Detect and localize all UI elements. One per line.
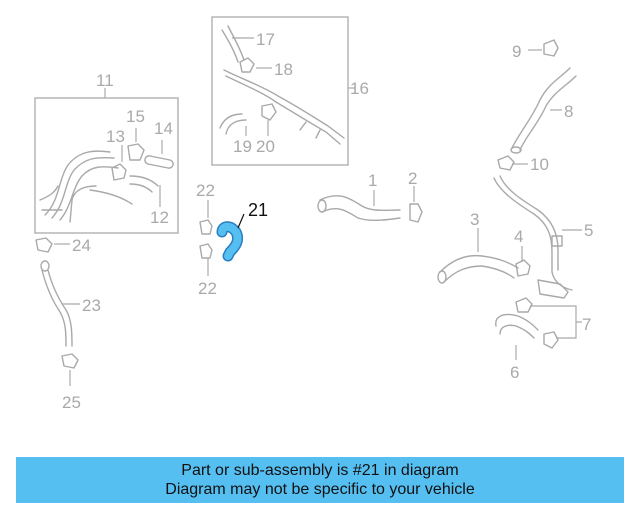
callout-6: 6: [510, 363, 519, 382]
callout-5: 5: [584, 221, 593, 240]
callout-4: 4: [514, 227, 523, 246]
callout-23: 23: [82, 296, 101, 315]
part-2: 2: [408, 169, 423, 223]
callout-13: 13: [106, 127, 125, 146]
callout-19: 19: [233, 137, 252, 156]
part-22-clamps: 22 22: [196, 181, 217, 298]
assembly-box-11: 11 12 13 15 14: [34, 71, 179, 234]
callout-22-bottom: 22: [198, 279, 217, 298]
callout-1: 1: [368, 171, 377, 190]
part-21-highlighted: 21: [216, 200, 268, 262]
callout-17: 17: [256, 30, 275, 49]
callout-24: 24: [72, 236, 91, 255]
callout-25: 25: [62, 393, 81, 412]
callout-22-top: 22: [196, 181, 215, 200]
part-1: 1: [317, 171, 401, 221]
callout-20: 20: [256, 137, 275, 156]
info-banner: Part or sub-assembly is #21 in diagram D…: [16, 457, 624, 503]
callout-16: 16: [350, 79, 369, 98]
callout-14: 14: [154, 119, 173, 138]
callout-12: 12: [150, 208, 169, 227]
callout-10: 10: [530, 155, 549, 174]
callout-8: 8: [564, 102, 573, 121]
part-5: 5: [493, 175, 593, 299]
parts-diagram: 11 12 13 15 14 16: [34, 16, 593, 412]
part-4: 4: [514, 227, 531, 277]
callout-11: 11: [96, 71, 114, 90]
callout-3: 3: [470, 210, 479, 229]
callout-9: 9: [512, 42, 521, 61]
callout-21: 21: [248, 200, 268, 220]
callout-15: 15: [126, 107, 145, 126]
callout-18: 18: [274, 60, 293, 79]
part-23: 23 24 25: [35, 236, 101, 412]
part-3: 3: [437, 210, 519, 284]
part-8: 8 9 10: [497, 39, 577, 174]
banner-line-1: Part or sub-assembly is #21 in diagram: [181, 462, 459, 479]
part-6: 6 7: [495, 297, 591, 382]
assembly-box-16: 16 17 18 19 20: [211, 16, 369, 166]
callout-7: 7: [582, 315, 591, 334]
callout-2: 2: [408, 169, 417, 188]
banner-line-2: Diagram may not be specific to your vehi…: [165, 481, 475, 498]
